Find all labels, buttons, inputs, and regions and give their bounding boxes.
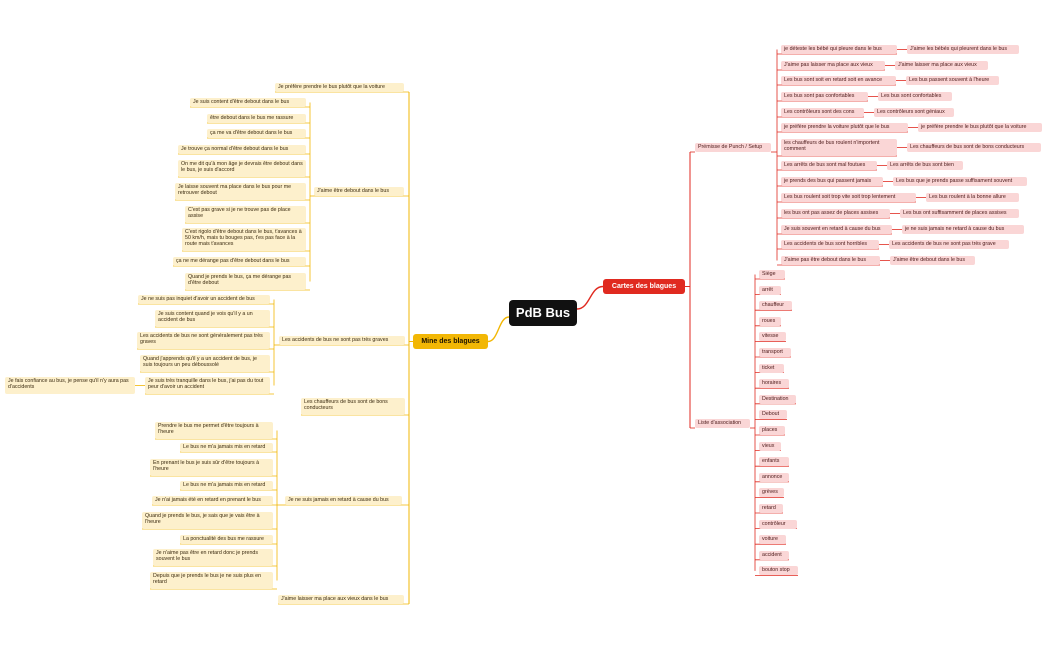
debout-topic[interactable]: J'aime être debout dans le bus xyxy=(314,187,404,196)
retard-item-3[interactable]: Le bus ne m'a jamais mis en retard xyxy=(180,481,273,490)
debout-item-1[interactable]: être debout dans le bus me rassure xyxy=(207,114,306,123)
association-item-11[interactable]: vieux xyxy=(759,441,781,451)
association-item-5[interactable]: transport xyxy=(759,348,791,357)
debout-item-0[interactable]: Je suis content d'être debout dans le bu… xyxy=(190,98,306,107)
root-node[interactable]: PdB Bus xyxy=(509,300,577,326)
accidents-sub-item[interactable]: Je fais confiance au bus, je pense qu'il… xyxy=(5,377,135,394)
punch-1[interactable]: J'aime laisser ma place aux vieux xyxy=(895,61,988,70)
punch-3[interactable]: Les bus sont confortables xyxy=(878,92,952,101)
debout-item-8[interactable]: ça ne me dérange pas d'être debout dans … xyxy=(173,257,306,266)
debout-item-4[interactable]: On me dit qu'à mon âge je devrais être d… xyxy=(178,160,306,177)
association-item-9[interactable]: Debout xyxy=(759,410,787,420)
association-item-3[interactable]: roues xyxy=(759,316,781,326)
accidents-item-1[interactable]: Je suis content quand je vois qu'il y a … xyxy=(155,310,270,327)
association-item-12[interactable]: enfants xyxy=(759,457,789,467)
debout-item-7[interactable]: C'est rigolo d'être debout dans le bus, … xyxy=(182,228,306,251)
setup-12[interactable]: Les accidents de bus sont horribles xyxy=(781,240,879,249)
association-item-13[interactable]: annonce xyxy=(759,472,789,482)
setup-2[interactable]: Les bus sont soit en retard soit en avan… xyxy=(781,76,896,85)
retard-item-8[interactable]: Depuis que je prends le bus je ne suis p… xyxy=(150,572,273,589)
association-item-14[interactable]: grèves xyxy=(759,488,784,498)
retard-item-4[interactable]: Je n'ai jamais été en retard en prenant … xyxy=(152,496,273,505)
association-item-4[interactable]: vitesse xyxy=(759,332,786,342)
accidents-topic[interactable]: Les accidents de bus ne sont pas très gr… xyxy=(279,336,405,345)
setup-9[interactable]: Les bus roulent soit trop vite soit trop… xyxy=(781,193,916,202)
setup-7[interactable]: Les arrêts de bus sont mal foutues xyxy=(781,161,877,170)
association-item-0[interactable]: Siège xyxy=(759,270,785,279)
association-item-19[interactable]: bouton stop xyxy=(759,566,798,576)
setup-1[interactable]: J'aime pas laisser ma place aux vieux xyxy=(781,61,885,70)
punch-5[interactable]: je préfère prendre le bus plutôt que la … xyxy=(918,123,1042,132)
association-item-1[interactable]: arrêt xyxy=(759,285,781,295)
association-topic[interactable]: Liste d'association xyxy=(695,419,750,428)
retard-item-7[interactable]: Je n'aime pas être en retard donc je pre… xyxy=(153,549,273,566)
setup-11[interactable]: Je suis souvent en retard à cause du bus xyxy=(781,225,892,234)
punch-8[interactable]: Les bus que je prends passe suffisament … xyxy=(893,177,1027,186)
debout-item-5[interactable]: Je laisse souvent ma place dans le bus p… xyxy=(175,183,306,200)
association-item-17[interactable]: voiture xyxy=(759,535,786,545)
association-item-18[interactable]: accident xyxy=(759,550,789,560)
setup-5[interactable]: je préfère prendre la voiture plutôt que… xyxy=(781,123,908,132)
premisse-topic[interactable]: Prémisse de Punch / Setup xyxy=(695,143,771,152)
setup-8[interactable]: je prends des bus qui passent jamais xyxy=(781,177,883,186)
punch-13[interactable]: J'aime être debout dans le bus xyxy=(890,256,975,265)
setup-6[interactable]: les chauffeurs de bus roulent n'importen… xyxy=(781,139,897,156)
debout-item-2[interactable]: ça me va d'être debout dans le bus xyxy=(207,129,306,138)
setup-3[interactable]: Les bus sont pas confortables xyxy=(781,92,868,101)
accidents-item-0[interactable]: Je ne suis pas inquiet d'avoir un accide… xyxy=(138,295,270,304)
association-item-16[interactable]: contrôleur xyxy=(759,519,797,529)
debout-item-9[interactable]: Quand je prends le bus, ça me dérange pa… xyxy=(185,273,306,290)
debout-item-6[interactable]: C'est pas grave si je ne trouve pas de p… xyxy=(185,206,306,223)
association-item-7[interactable]: horaires xyxy=(759,379,789,389)
accidents-item-4[interactable]: Je suis très tranquille dans le bus, j'a… xyxy=(145,377,270,394)
mine-des-blagues-node[interactable]: Mine des blagues xyxy=(413,334,488,349)
vieux-topic[interactable]: J'aime laisser ma place aux vieux dans l… xyxy=(278,595,404,604)
retard-item-5[interactable]: Quand je prends le bus, je sais que je v… xyxy=(142,512,273,529)
edge-root-mine xyxy=(487,316,510,343)
setup-13[interactable]: J'aime pas être debout dans le bus xyxy=(781,256,880,265)
punch-7[interactable]: Les arrêts de bus sont bien xyxy=(887,161,963,170)
retard-item-0[interactable]: Prendre le bus me permet d'être toujours… xyxy=(155,422,273,439)
cartes-des-blagues-node[interactable]: Cartes des blagues xyxy=(603,279,685,294)
association-item-8[interactable]: Destination xyxy=(759,394,796,404)
punch-12[interactable]: Les accidents de bus ne sont pas très gr… xyxy=(889,240,1009,249)
retard-topic[interactable]: Je ne suis jamais en retard à cause du b… xyxy=(285,496,402,505)
retard-item-1[interactable]: Le bus ne m'a jamais mis en retard xyxy=(180,443,273,452)
punch-11[interactable]: je ne suis jamais ne retard à cause du b… xyxy=(902,225,1024,234)
association-item-6[interactable]: ticket xyxy=(759,363,784,373)
debout-item-3[interactable]: Je trouve ça normal d'être debout dans l… xyxy=(178,145,306,154)
punch-0[interactable]: J'aime les bébés qui pleurent dans le bu… xyxy=(907,45,1019,54)
retard-item-6[interactable]: La ponctualité des bus me rassure xyxy=(180,535,273,544)
setup-4[interactable]: Les contrôleurs sont des cons xyxy=(781,108,864,117)
punch-10[interactable]: Les bus ont suffisamment de places assis… xyxy=(900,209,1019,218)
accidents-item-2[interactable]: Les accidents de bus ne sont généralemen… xyxy=(137,332,270,349)
punch-9[interactable]: Les bus roulent à la bonne allure xyxy=(926,193,1019,202)
retard-item-2[interactable]: En prenant le bus je suis sûr d'être tou… xyxy=(150,459,273,476)
association-item-2[interactable]: chauffeur xyxy=(759,301,792,311)
punch-6[interactable]: Les chauffeurs de bus sont de bons condu… xyxy=(907,143,1041,152)
association-item-15[interactable]: retard xyxy=(759,504,783,513)
edge-root-cartes xyxy=(576,285,604,310)
chauffeurs-topic[interactable]: Les chauffeurs de bus sont de bons condu… xyxy=(301,398,405,415)
accidents-item-3[interactable]: Quand j'apprends qu'il y a un accident d… xyxy=(140,355,270,372)
association-item-10[interactable]: places xyxy=(759,426,785,435)
setup-10[interactable]: les bus ont pas assez de places assises xyxy=(781,209,890,218)
mine-top-item[interactable]: Je préfère prendre le bus plutôt que la … xyxy=(275,83,404,92)
setup-0[interactable]: je déteste les bébé qui pleure dans le b… xyxy=(781,45,897,54)
punch-4[interactable]: Les contrôleurs sont géniaux xyxy=(874,108,954,117)
punch-2[interactable]: Les bus passent souvent à l'heure xyxy=(906,76,999,85)
